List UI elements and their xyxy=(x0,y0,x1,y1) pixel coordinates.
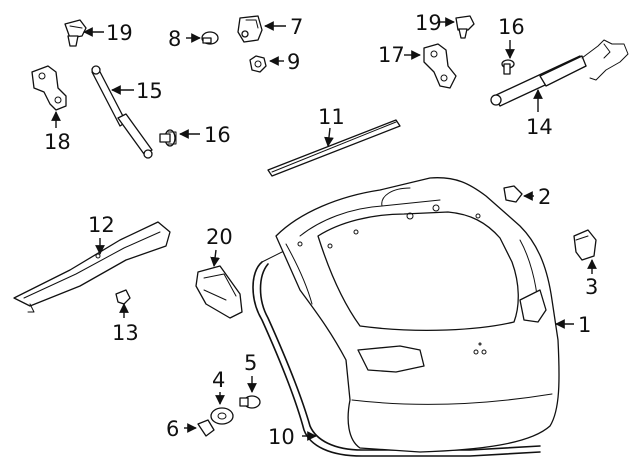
callout-17: 17 xyxy=(378,43,405,67)
callout-8: 8 xyxy=(168,27,181,51)
callout-16a: 16 xyxy=(498,15,525,39)
callout-6: 6 xyxy=(166,417,179,441)
callout-12: 12 xyxy=(88,213,115,237)
callout-10: 10 xyxy=(268,425,295,449)
part-11-spoiler xyxy=(267,119,401,177)
part-16-bolt-upper xyxy=(501,59,515,75)
callout-2: 2 xyxy=(538,185,551,209)
callout-20: 20 xyxy=(206,225,233,249)
callout-18: 18 xyxy=(44,130,71,154)
leader-11 xyxy=(324,127,334,147)
callout-14: 14 xyxy=(526,115,553,139)
callout-11: 11 xyxy=(318,105,345,129)
callout-1: 1 xyxy=(578,313,591,337)
callout-9: 9 xyxy=(287,50,300,74)
part-20-latch xyxy=(195,265,243,319)
callout-16b: 16 xyxy=(204,123,231,147)
callout-3: 3 xyxy=(585,275,598,299)
part-3-cap xyxy=(573,229,597,261)
part-16-bolt-lower xyxy=(159,129,177,147)
callout-19a: 19 xyxy=(106,21,133,45)
callout-13: 13 xyxy=(112,321,139,345)
part-6-retainer xyxy=(197,419,215,437)
part-19-clip-left xyxy=(64,19,87,47)
part-15-strut-gas xyxy=(91,65,153,159)
part-14-strut-power xyxy=(490,39,629,107)
part-8-bolt xyxy=(201,31,219,45)
callout-19b: 19 xyxy=(415,11,442,35)
part-19-clip-right xyxy=(455,15,475,39)
part-13-clip xyxy=(115,289,131,305)
part-12-garnish xyxy=(13,221,171,313)
part-1-liftgate xyxy=(275,177,560,453)
part-9-nut xyxy=(249,55,267,73)
part-2-bumper xyxy=(503,185,523,203)
part-4-washer xyxy=(210,407,234,425)
part-5-screw xyxy=(239,395,261,409)
callout-5: 5 xyxy=(244,351,257,375)
part-7-switch xyxy=(237,15,263,43)
callout-15: 15 xyxy=(136,79,163,103)
leader-20 xyxy=(210,249,220,267)
callout-4: 4 xyxy=(212,368,225,392)
callout-7: 7 xyxy=(290,15,303,39)
part-18-hinge xyxy=(31,65,67,111)
part-17-hinge xyxy=(423,43,457,89)
